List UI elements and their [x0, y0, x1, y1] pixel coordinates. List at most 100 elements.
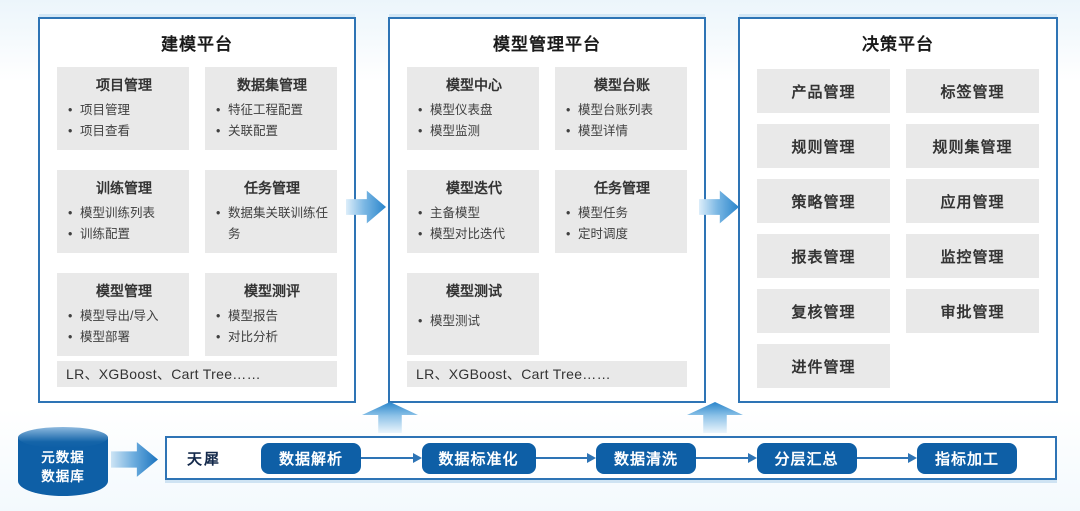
bullet-list: 项目管理 项目查看: [65, 100, 183, 142]
feature-card: 模型中心 模型仪表盘 模型监测: [407, 67, 539, 150]
bullet-list: 模型仪表盘 模型监测: [415, 100, 533, 142]
card-grid: 模型中心 模型仪表盘 模型监测 模型台账 模型台账列表 模型详情 模型迭代 主备…: [407, 67, 687, 355]
connector-line: [696, 457, 748, 459]
bullet-item: 定时调度: [563, 224, 681, 245]
arrow-up-icon: [362, 402, 418, 433]
bullet-list: 模型导出/导入 模型部署: [65, 306, 183, 348]
pipeline-step: 分层汇总: [756, 442, 857, 474]
bullet-item: 关联配置: [213, 121, 331, 142]
bullet-item: 模型报告: [213, 306, 331, 327]
bullet-item: 训练配置: [65, 224, 183, 245]
database-label-line2: 数据库: [41, 469, 85, 484]
feature-card: 项目管理 项目管理 项目查看: [57, 67, 189, 150]
algorithms-bar: LR、XGBoost、Cart Tree……: [407, 361, 687, 387]
empty-grid-cell: [555, 273, 687, 355]
bullet-item: 模型训练列表: [65, 203, 183, 224]
bullet-item: 模型任务: [563, 203, 681, 224]
card-title: 模型迭代: [446, 180, 502, 196]
bullet-list: 特征工程配置 关联配置: [213, 100, 331, 142]
bullet-item: 项目查看: [65, 121, 183, 142]
feature-card: 模型管理 模型导出/导入 模型部署: [57, 273, 189, 356]
decision-item: 应用管理: [906, 179, 1039, 223]
bullet-item: 模型详情: [563, 121, 681, 142]
bullet-list: 模型台账列表 模型详情: [563, 100, 681, 142]
bullet-item: 模型台账列表: [563, 100, 681, 121]
database-label-line1: 元数据: [41, 450, 85, 465]
connector-arrowhead-icon: [412, 453, 422, 463]
database-label: 元数据 数据库: [18, 448, 108, 486]
connector-arrowhead-icon: [908, 453, 918, 463]
decision-item: 标签管理: [906, 69, 1039, 113]
panel-title: 模型管理平台: [493, 35, 601, 54]
decision-item: 规则管理: [757, 124, 890, 168]
decision-item: 审批管理: [906, 289, 1039, 333]
card-title: 任务管理: [594, 180, 650, 196]
step-connector: [856, 453, 918, 463]
connector-line: [856, 457, 909, 459]
algorithms-bar: LR、XGBoost、Cart Tree……: [57, 361, 337, 387]
engine-label: 天犀: [187, 450, 222, 468]
connector-arrowhead-icon: [587, 453, 597, 463]
bullet-item: 对比分析: [213, 327, 331, 348]
bullet-list: 模型报告 对比分析: [213, 306, 331, 348]
card-title: 模型台账: [594, 77, 650, 93]
pipeline-step: 数据清洗: [596, 442, 697, 474]
panel-title: 建模平台: [161, 35, 233, 54]
panel-decision-platform: 决策平台 产品管理 标签管理 规则管理 规则集管理 策略管理 应用管理 报表管理…: [738, 17, 1058, 403]
panel-model-management-platform: 模型管理平台 模型中心 模型仪表盘 模型监测 模型台账 模型台账列表 模型详情 …: [388, 17, 706, 403]
step-connector: [361, 453, 422, 463]
pipeline-step: 指标加工: [917, 442, 1018, 474]
bullet-list: 模型训练列表 训练配置: [65, 203, 183, 245]
panel-modeling-platform: 建模平台 项目管理 项目管理 项目查看 数据集管理 特征工程配置 关联配置 训练…: [38, 17, 356, 403]
bullet-list: 数据集关联训练任务: [213, 203, 331, 245]
decision-item: 规则集管理: [906, 124, 1039, 168]
database-arrow-right-icon: [111, 442, 158, 477]
bullet-list: 模型任务 定时调度: [563, 203, 681, 245]
card-title: 项目管理: [96, 77, 152, 93]
card-grid: 项目管理 项目管理 项目查看 数据集管理 特征工程配置 关联配置 训练管理 模型…: [57, 67, 337, 356]
bullet-item: 项目管理: [65, 100, 183, 121]
decision-item: 策略管理: [757, 179, 890, 223]
feature-card: 模型测试 模型测试: [407, 273, 539, 355]
cylinder-top: [18, 427, 108, 448]
card-title: 数据集管理: [237, 77, 307, 93]
feature-card: 训练管理 模型训练列表 训练配置: [57, 170, 189, 253]
bullet-item: 数据集关联训练任务: [213, 203, 331, 245]
feature-card: 任务管理 数据集关联训练任务: [205, 170, 337, 253]
feature-card: 数据集管理 特征工程配置 关联配置: [205, 67, 337, 150]
card-title: 模型管理: [96, 283, 152, 299]
decision-item: 进件管理: [757, 344, 890, 388]
feature-card: 模型迭代 主备模型 模型对比迭代: [407, 170, 539, 253]
bullet-item: 特征工程配置: [213, 100, 331, 121]
bullet-item: 模型仪表盘: [415, 100, 533, 121]
card-title: 模型测评: [244, 283, 300, 299]
card-title: 模型中心: [446, 77, 502, 93]
panel-title: 决策平台: [862, 35, 934, 54]
bullet-item: 模型导出/导入: [65, 306, 183, 327]
pipeline-step: 数据标准化: [421, 442, 536, 474]
connector-arrowhead-icon: [747, 453, 757, 463]
feature-card: 模型测评 模型报告 对比分析: [205, 273, 337, 356]
pipeline-step: 数据解析: [261, 442, 362, 474]
bullet-item: 模型对比迭代: [415, 224, 533, 245]
step-connector: [535, 453, 597, 463]
card-title: 模型测试: [446, 283, 502, 299]
decision-item: 复核管理: [757, 289, 890, 333]
data-pipeline-box: 天犀 数据解析 数据标准化 数据清洗 分层汇总 指标加工: [165, 436, 1057, 480]
bullet-item: 模型部署: [65, 327, 183, 348]
bullet-item: 模型测试: [415, 311, 533, 332]
decision-item: 产品管理: [757, 69, 890, 113]
decision-item: 报表管理: [757, 234, 890, 278]
feature-card: 模型台账 模型台账列表 模型详情: [555, 67, 687, 150]
bullet-item: 模型监测: [415, 121, 533, 142]
decision-item: 监控管理: [906, 234, 1039, 278]
arrow-up-icon: [687, 402, 743, 433]
feature-card: 任务管理 模型任务 定时调度: [555, 170, 687, 253]
step-connector: [696, 453, 757, 463]
bullet-item: 主备模型: [415, 203, 533, 224]
decision-grid: 产品管理 标签管理 规则管理 规则集管理 策略管理 应用管理 报表管理 监控管理…: [757, 69, 1039, 388]
metadata-database-cylinder: 元数据 数据库: [18, 427, 108, 498]
bullet-list: 模型测试: [415, 311, 533, 332]
connector-line: [535, 457, 588, 459]
